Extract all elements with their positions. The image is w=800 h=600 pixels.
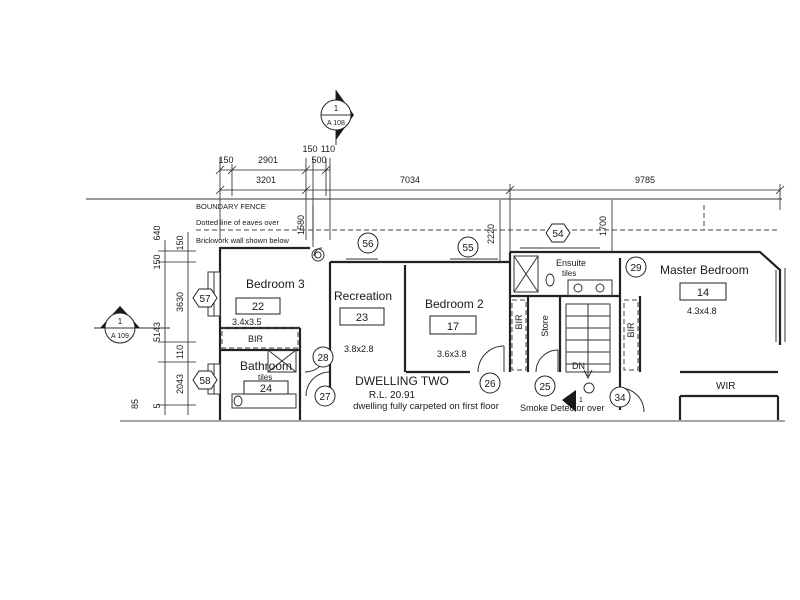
room-name-recreation: Recreation (334, 289, 392, 303)
dim-150-left-a: 150 (175, 235, 185, 250)
wir-label: WIR (716, 381, 735, 392)
section-marker-bottom: 1 (562, 390, 583, 412)
svg-text:29: 29 (630, 263, 642, 274)
boundary-fence: BOUNDARY FENCE Dotted line of eaves over… (86, 198, 782, 245)
dim-5: 5 (152, 403, 162, 408)
door-tag-54: 54 (545, 223, 571, 243)
room-code-master: 14 (697, 287, 709, 299)
svg-text:34: 34 (614, 393, 626, 404)
dim-500: 500 (311, 155, 326, 165)
svg-text:58: 58 (199, 376, 211, 387)
dim-85: 85 (130, 399, 140, 409)
room-name-bedroom-2: Bedroom 2 (425, 297, 484, 311)
dim-1580: 1580 (296, 215, 306, 235)
staircase: DN (565, 303, 611, 380)
door-tag-26: 26 (479, 372, 501, 394)
dwelling-rl: R.L. 20.91 (369, 390, 416, 401)
dim-150-top: 150 (218, 155, 233, 165)
dim-150-left-b: 150 (152, 254, 162, 269)
smoke-detector-note: Smoke Detector over (520, 403, 605, 413)
room-finish-ensuite: tiles (562, 269, 576, 278)
door-tag-57: 57 (192, 288, 218, 308)
dim-7034: 7034 (400, 175, 420, 185)
dwelling-notes: DWELLING TWO R.L. 20.91 dwelling fully c… (353, 374, 604, 413)
svg-text:56: 56 (362, 239, 374, 250)
section-number-left: 1 (118, 317, 123, 326)
dim-9785: 9785 (635, 175, 655, 185)
walls (218, 246, 786, 420)
svg-text:26: 26 (484, 379, 496, 390)
door-tag-34: 34 (609, 386, 631, 408)
room-size-master: 4.3x4.8 (687, 306, 717, 316)
store-label: Store (540, 315, 550, 337)
room-bathroom: Bathroom tiles 24 (240, 359, 292, 395)
stair-down-label: DN (572, 361, 585, 371)
left-dimension-chain: 640 150 150 3630 5143 110 2043 85 5 (130, 225, 196, 415)
dim-1700: 1700 (598, 216, 608, 236)
door-tag-28: 28 (312, 346, 334, 368)
dim-2901: 2901 (258, 155, 278, 165)
section-sheet-left: A 109 (111, 333, 129, 340)
door-tag-27: 27 (314, 385, 336, 407)
dim-3630: 3630 (175, 292, 185, 312)
dim-3201: 3201 (256, 175, 276, 185)
svg-text:54: 54 (552, 229, 564, 240)
section-marker-left: 1 A 109 (94, 306, 170, 344)
doors (304, 247, 645, 413)
wardrobe-outlines (221, 299, 639, 371)
room-bedroom-3: Bedroom 3 22 3.4x3.5 (232, 277, 305, 327)
room-name-bathroom: Bathroom (240, 359, 292, 373)
door-tag-25: 25 (534, 375, 556, 397)
dwelling-title: DWELLING TWO (355, 374, 449, 388)
room-code-bedroom-3: 22 (252, 301, 264, 313)
dwelling-carpet-note: dwelling fully carpeted on first floor (353, 401, 499, 412)
section-number-bottom: 1 (579, 397, 583, 404)
eaves-note: Dotted line of eaves over (196, 218, 279, 227)
room-master-bedroom: Master Bedroom 14 4.3x4.8 (660, 263, 749, 316)
svg-text:27: 27 (319, 392, 331, 403)
svg-text:55: 55 (462, 243, 474, 254)
wardrobe-labels: BIR BIR Store BIR WIR (248, 314, 735, 392)
vertical-dimensions: 1580 2220 1700 (296, 200, 613, 262)
room-ensuite: Ensuite tiles (556, 258, 586, 278)
room-name-master: Master Bedroom (660, 263, 749, 277)
bir-label-bedroom-2: BIR (514, 314, 524, 330)
ensuite-fixtures (513, 255, 613, 297)
door-tag-55: 55 (457, 236, 479, 258)
bir-label-bathroom: BIR (248, 334, 264, 344)
room-size-bedroom-2: 3.6x3.8 (437, 349, 467, 359)
room-recreation: Recreation 23 3.8x2.8 (334, 289, 392, 354)
room-code-bedroom-2: 17 (447, 321, 459, 333)
room-finish-bathroom: tiles (258, 373, 272, 382)
svg-text:25: 25 (539, 382, 551, 393)
door-tag-56: 56 (357, 232, 379, 254)
dim-640: 640 (152, 225, 162, 240)
bir-label-master: BIR (626, 322, 636, 338)
dim-2220: 2220 (486, 224, 496, 244)
boundary-fence-label: BOUNDARY FENCE (196, 202, 266, 211)
door-tag-58: 58 (192, 370, 218, 390)
dim-2043: 2043 (175, 374, 185, 394)
dim-110: 110 (321, 144, 335, 154)
section-marker-top: 1 A 108 (320, 90, 354, 145)
brickwork-note: Brickwork wall shown below (196, 236, 290, 245)
section-sheet-top: A 108 (327, 120, 345, 127)
section-number-top: 1 (334, 104, 339, 113)
room-bedroom-2: Bedroom 2 17 3.6x3.8 (425, 297, 484, 359)
room-code-bathroom: 24 (260, 383, 272, 395)
dim-5143: 5143 (152, 322, 162, 342)
svg-text:28: 28 (317, 353, 329, 364)
room-size-bedroom-3: 3.4x3.5 (232, 317, 262, 327)
room-name-ensuite: Ensuite (556, 258, 586, 268)
smoke-detector-icon (583, 382, 595, 394)
dim-110-left: 110 (175, 345, 185, 359)
room-name-bedroom-3: Bedroom 3 (246, 277, 305, 291)
door-tag-29: 29 (625, 256, 647, 278)
dim-150-mid: 150 (302, 144, 317, 154)
svg-text:57: 57 (199, 294, 211, 305)
room-size-recreation: 3.8x2.8 (344, 344, 374, 354)
room-code-recreation: 23 (356, 312, 368, 324)
